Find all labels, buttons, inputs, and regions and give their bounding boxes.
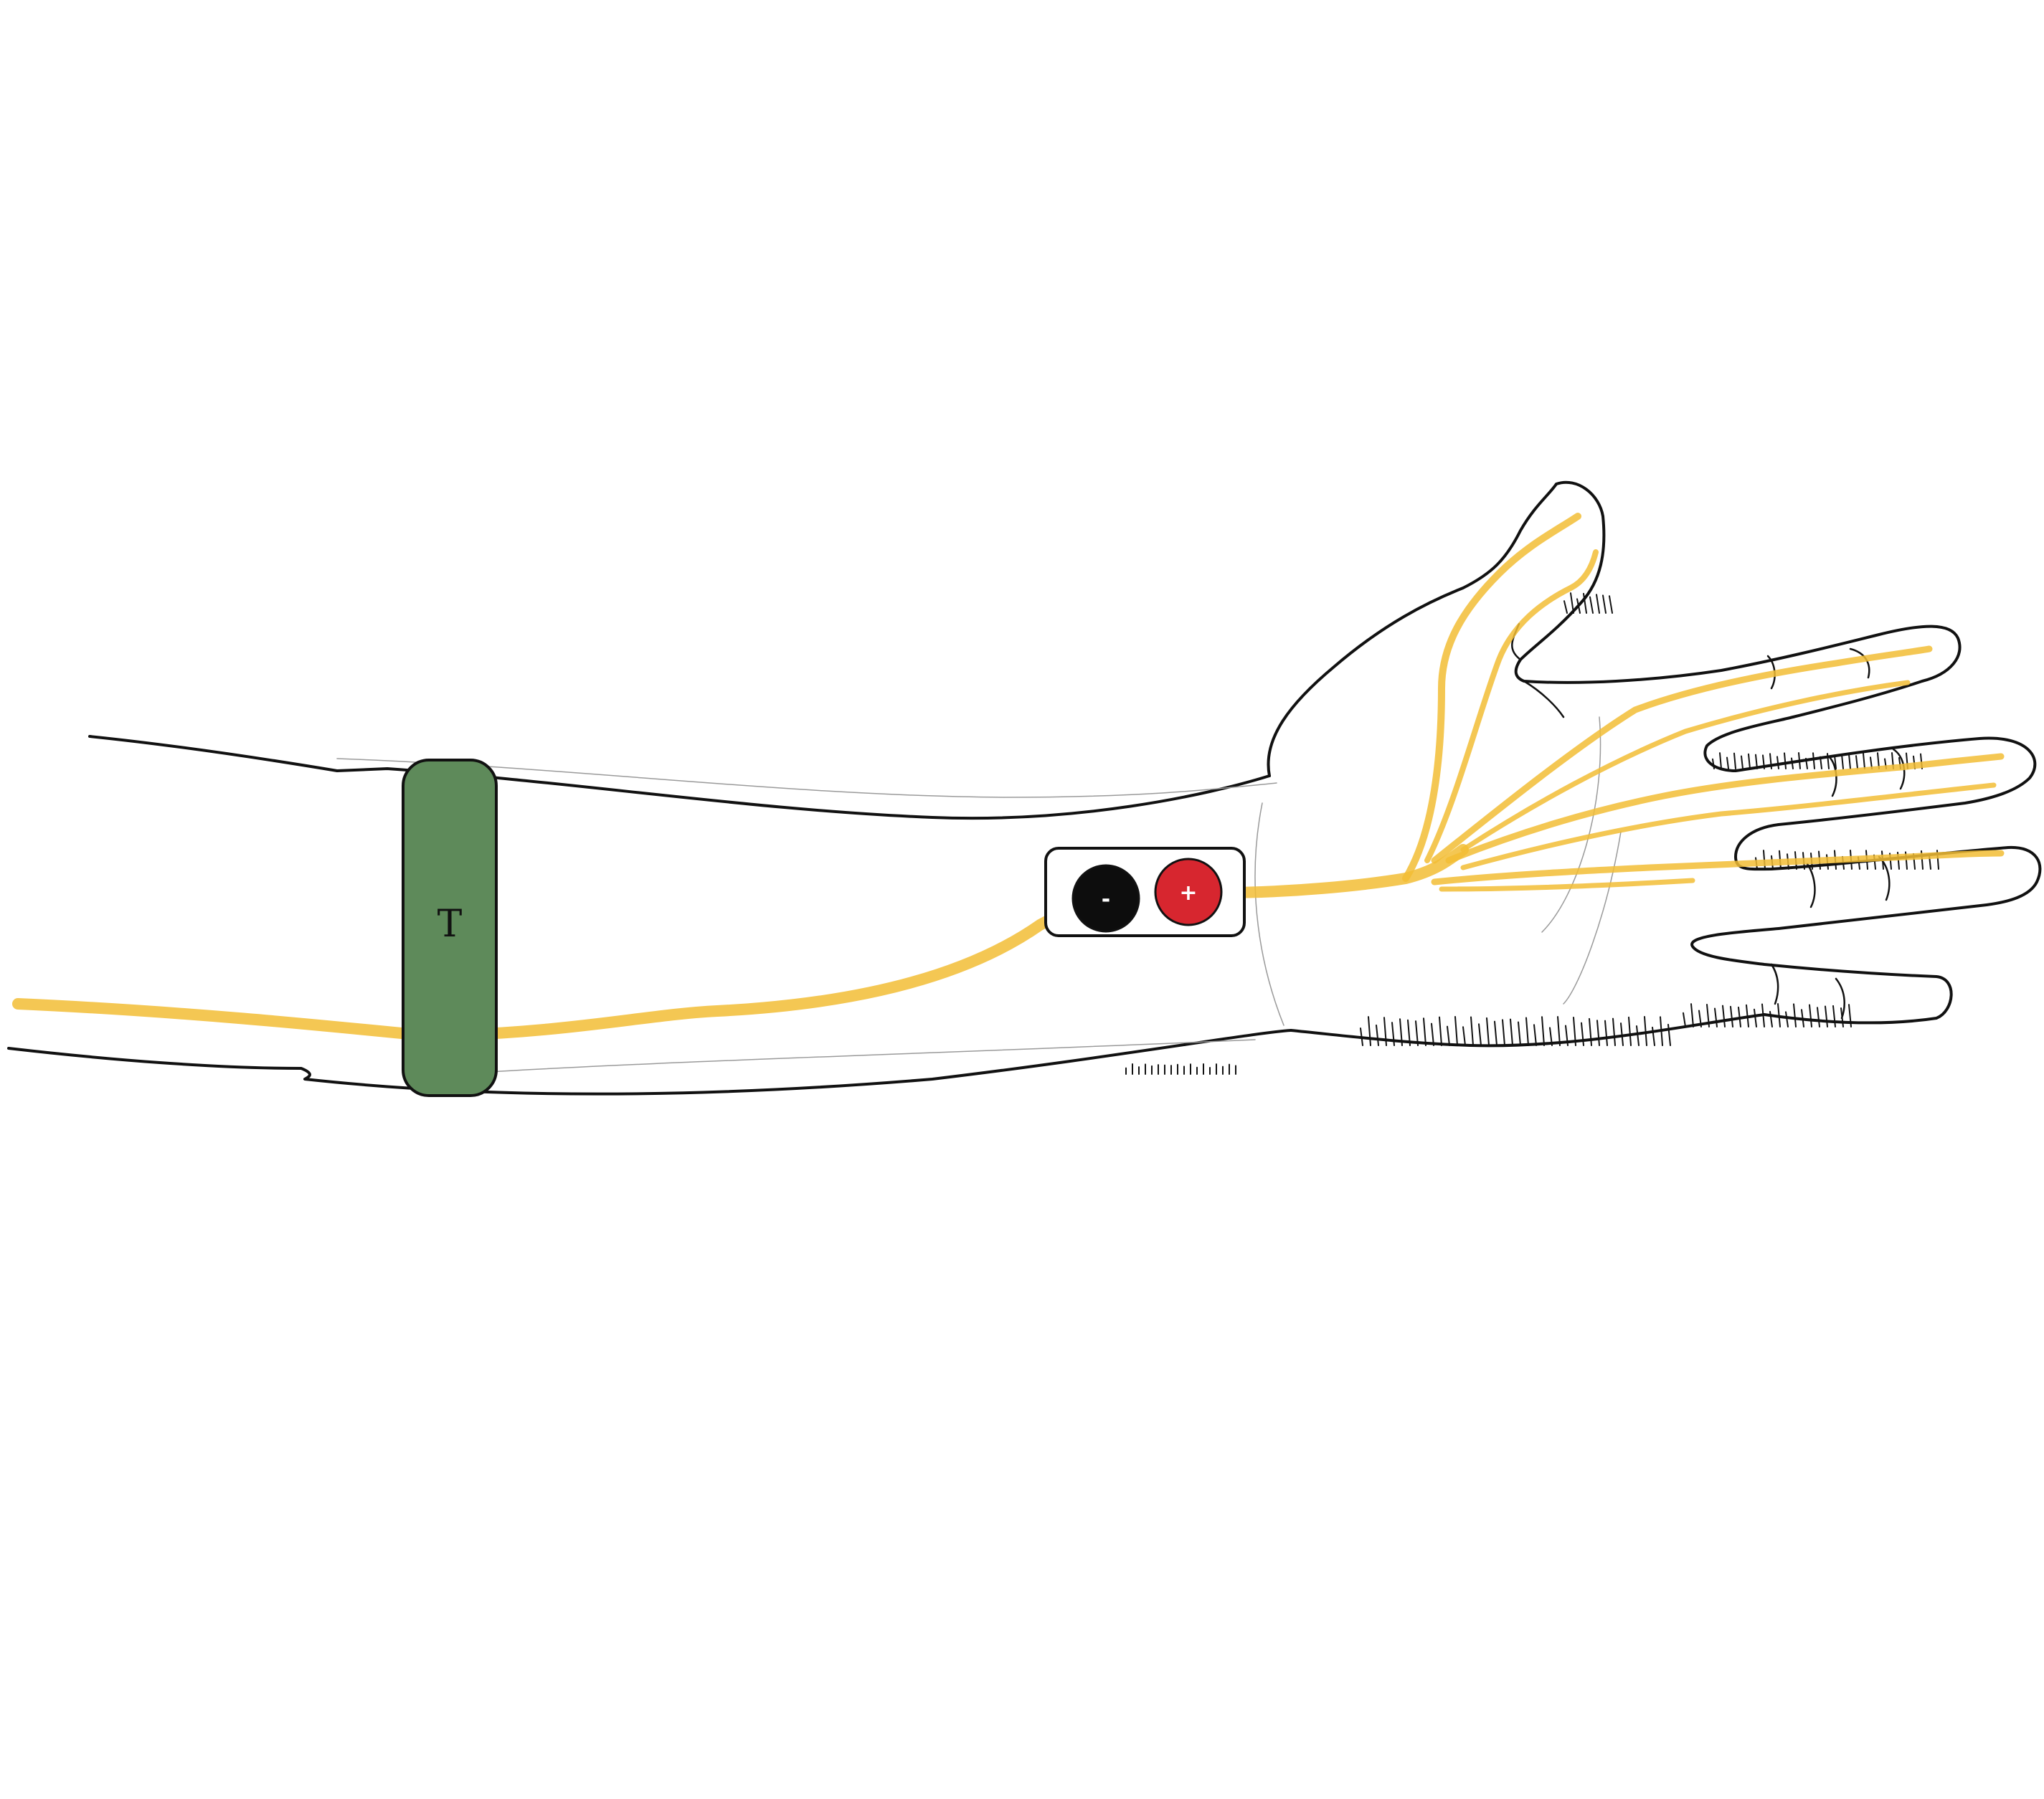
shading-stroke xyxy=(1794,1004,1796,1027)
middle-finger-outline xyxy=(1736,825,2040,929)
shading-stroke xyxy=(1447,1027,1449,1045)
shading-stroke xyxy=(1613,1019,1615,1045)
shading-stroke xyxy=(1734,754,1736,769)
stimulating-electrode-pad: - + xyxy=(1046,848,1244,936)
shading-stroke xyxy=(1720,753,1721,769)
shading-stroke xyxy=(1770,1012,1772,1027)
arm-outline xyxy=(9,736,1764,1094)
shading-stroke xyxy=(1558,1017,1560,1045)
thumb-outline xyxy=(1268,483,1959,776)
shading-stroke xyxy=(1571,593,1574,613)
anode-label: + xyxy=(1179,880,1197,906)
shading-stroke xyxy=(1463,1027,1465,1045)
shading-stroke xyxy=(1637,1026,1639,1045)
shading-stroke xyxy=(1605,1021,1607,1045)
hand-outline xyxy=(1255,483,2040,1025)
shading-stroke xyxy=(1825,1006,1827,1027)
shading-stroke xyxy=(1455,1017,1457,1045)
shading-stroke xyxy=(1368,1017,1371,1045)
shading-stroke xyxy=(1842,754,1843,769)
shading-stroke xyxy=(1564,601,1567,613)
shading-stroke xyxy=(1526,1017,1528,1045)
shading-stroke xyxy=(1589,1019,1591,1045)
shading-stroke xyxy=(1495,1022,1497,1045)
ring-joint-2 xyxy=(1807,864,1814,907)
shading-stroke xyxy=(1792,758,1793,769)
shading-stroke xyxy=(1603,595,1606,613)
shading-stroke xyxy=(1786,1012,1788,1027)
shading-stroke xyxy=(1731,1007,1733,1027)
shading-stroke xyxy=(1856,756,1858,769)
shading-stroke xyxy=(1813,753,1814,769)
shading-stroke xyxy=(1629,1017,1631,1045)
median-nerve-main xyxy=(18,850,1463,1036)
shading-stroke xyxy=(1479,1024,1481,1045)
nerve-paths xyxy=(18,516,2001,1036)
nerve-branch-index xyxy=(1434,649,1929,860)
shading-stroke xyxy=(1723,1006,1725,1027)
shading-stroke xyxy=(1741,756,1743,769)
shading-stroke xyxy=(1799,753,1800,769)
shading-stroke xyxy=(1849,754,1850,769)
shading-stroke xyxy=(1596,594,1599,613)
shading-stroke xyxy=(1833,1006,1835,1027)
shading-stroke xyxy=(1542,1017,1544,1045)
nerve-branch-ring xyxy=(1434,853,2001,882)
shading-stroke xyxy=(1727,758,1728,769)
shading-stroke xyxy=(1863,754,1865,769)
shading-stroke xyxy=(1590,597,1593,613)
ring-joint-1 xyxy=(1879,857,1889,900)
tourniquet: T xyxy=(403,760,496,1096)
shading-stroke xyxy=(1683,1013,1685,1027)
arm-lower-edge xyxy=(9,1030,1291,1094)
shading-stroke xyxy=(1713,759,1714,769)
shading-stroke xyxy=(1487,1018,1489,1045)
arm-sketch-line-lower xyxy=(430,1040,1255,1076)
nerve-branch-thumb-b xyxy=(1427,552,1596,860)
little-joint-2 xyxy=(1771,964,1778,1004)
wrist-crease xyxy=(1255,803,1284,1025)
little-joint-1 xyxy=(1836,979,1845,1018)
shading-stroke xyxy=(1809,1005,1812,1027)
shading-stroke xyxy=(1597,1020,1599,1045)
tourniquet-label: T xyxy=(437,903,463,946)
nerve-branch-ring-b xyxy=(1442,880,1693,889)
cathode-label: - xyxy=(1102,887,1110,912)
shading-stroke xyxy=(1749,754,1750,769)
shading-stroke xyxy=(1817,1007,1820,1027)
shading-stroke xyxy=(1534,1025,1536,1045)
shading-stroke xyxy=(1376,1025,1378,1045)
thumb-web xyxy=(1524,681,1563,717)
shading-stroke xyxy=(1424,1018,1426,1045)
shading-stroke xyxy=(1439,1017,1442,1045)
arm-upper-edge xyxy=(90,736,1269,818)
shading-stroke xyxy=(1715,1008,1717,1027)
shading-stroke xyxy=(1777,756,1779,769)
shading-stroke xyxy=(1581,1023,1584,1045)
shading-stroke xyxy=(1471,1017,1473,1045)
palm-crease-2 xyxy=(1563,832,1621,1004)
shading-stroke xyxy=(1510,1020,1513,1045)
nerve-branch-index-b xyxy=(1463,683,1908,850)
shading-stroke xyxy=(1691,1004,1693,1027)
shading-stroke xyxy=(1784,753,1786,769)
shading-stroke xyxy=(1503,1020,1505,1045)
shading-stroke xyxy=(1609,596,1612,613)
shading-stroke xyxy=(1754,1010,1756,1027)
shading-stroke xyxy=(1518,1022,1520,1045)
